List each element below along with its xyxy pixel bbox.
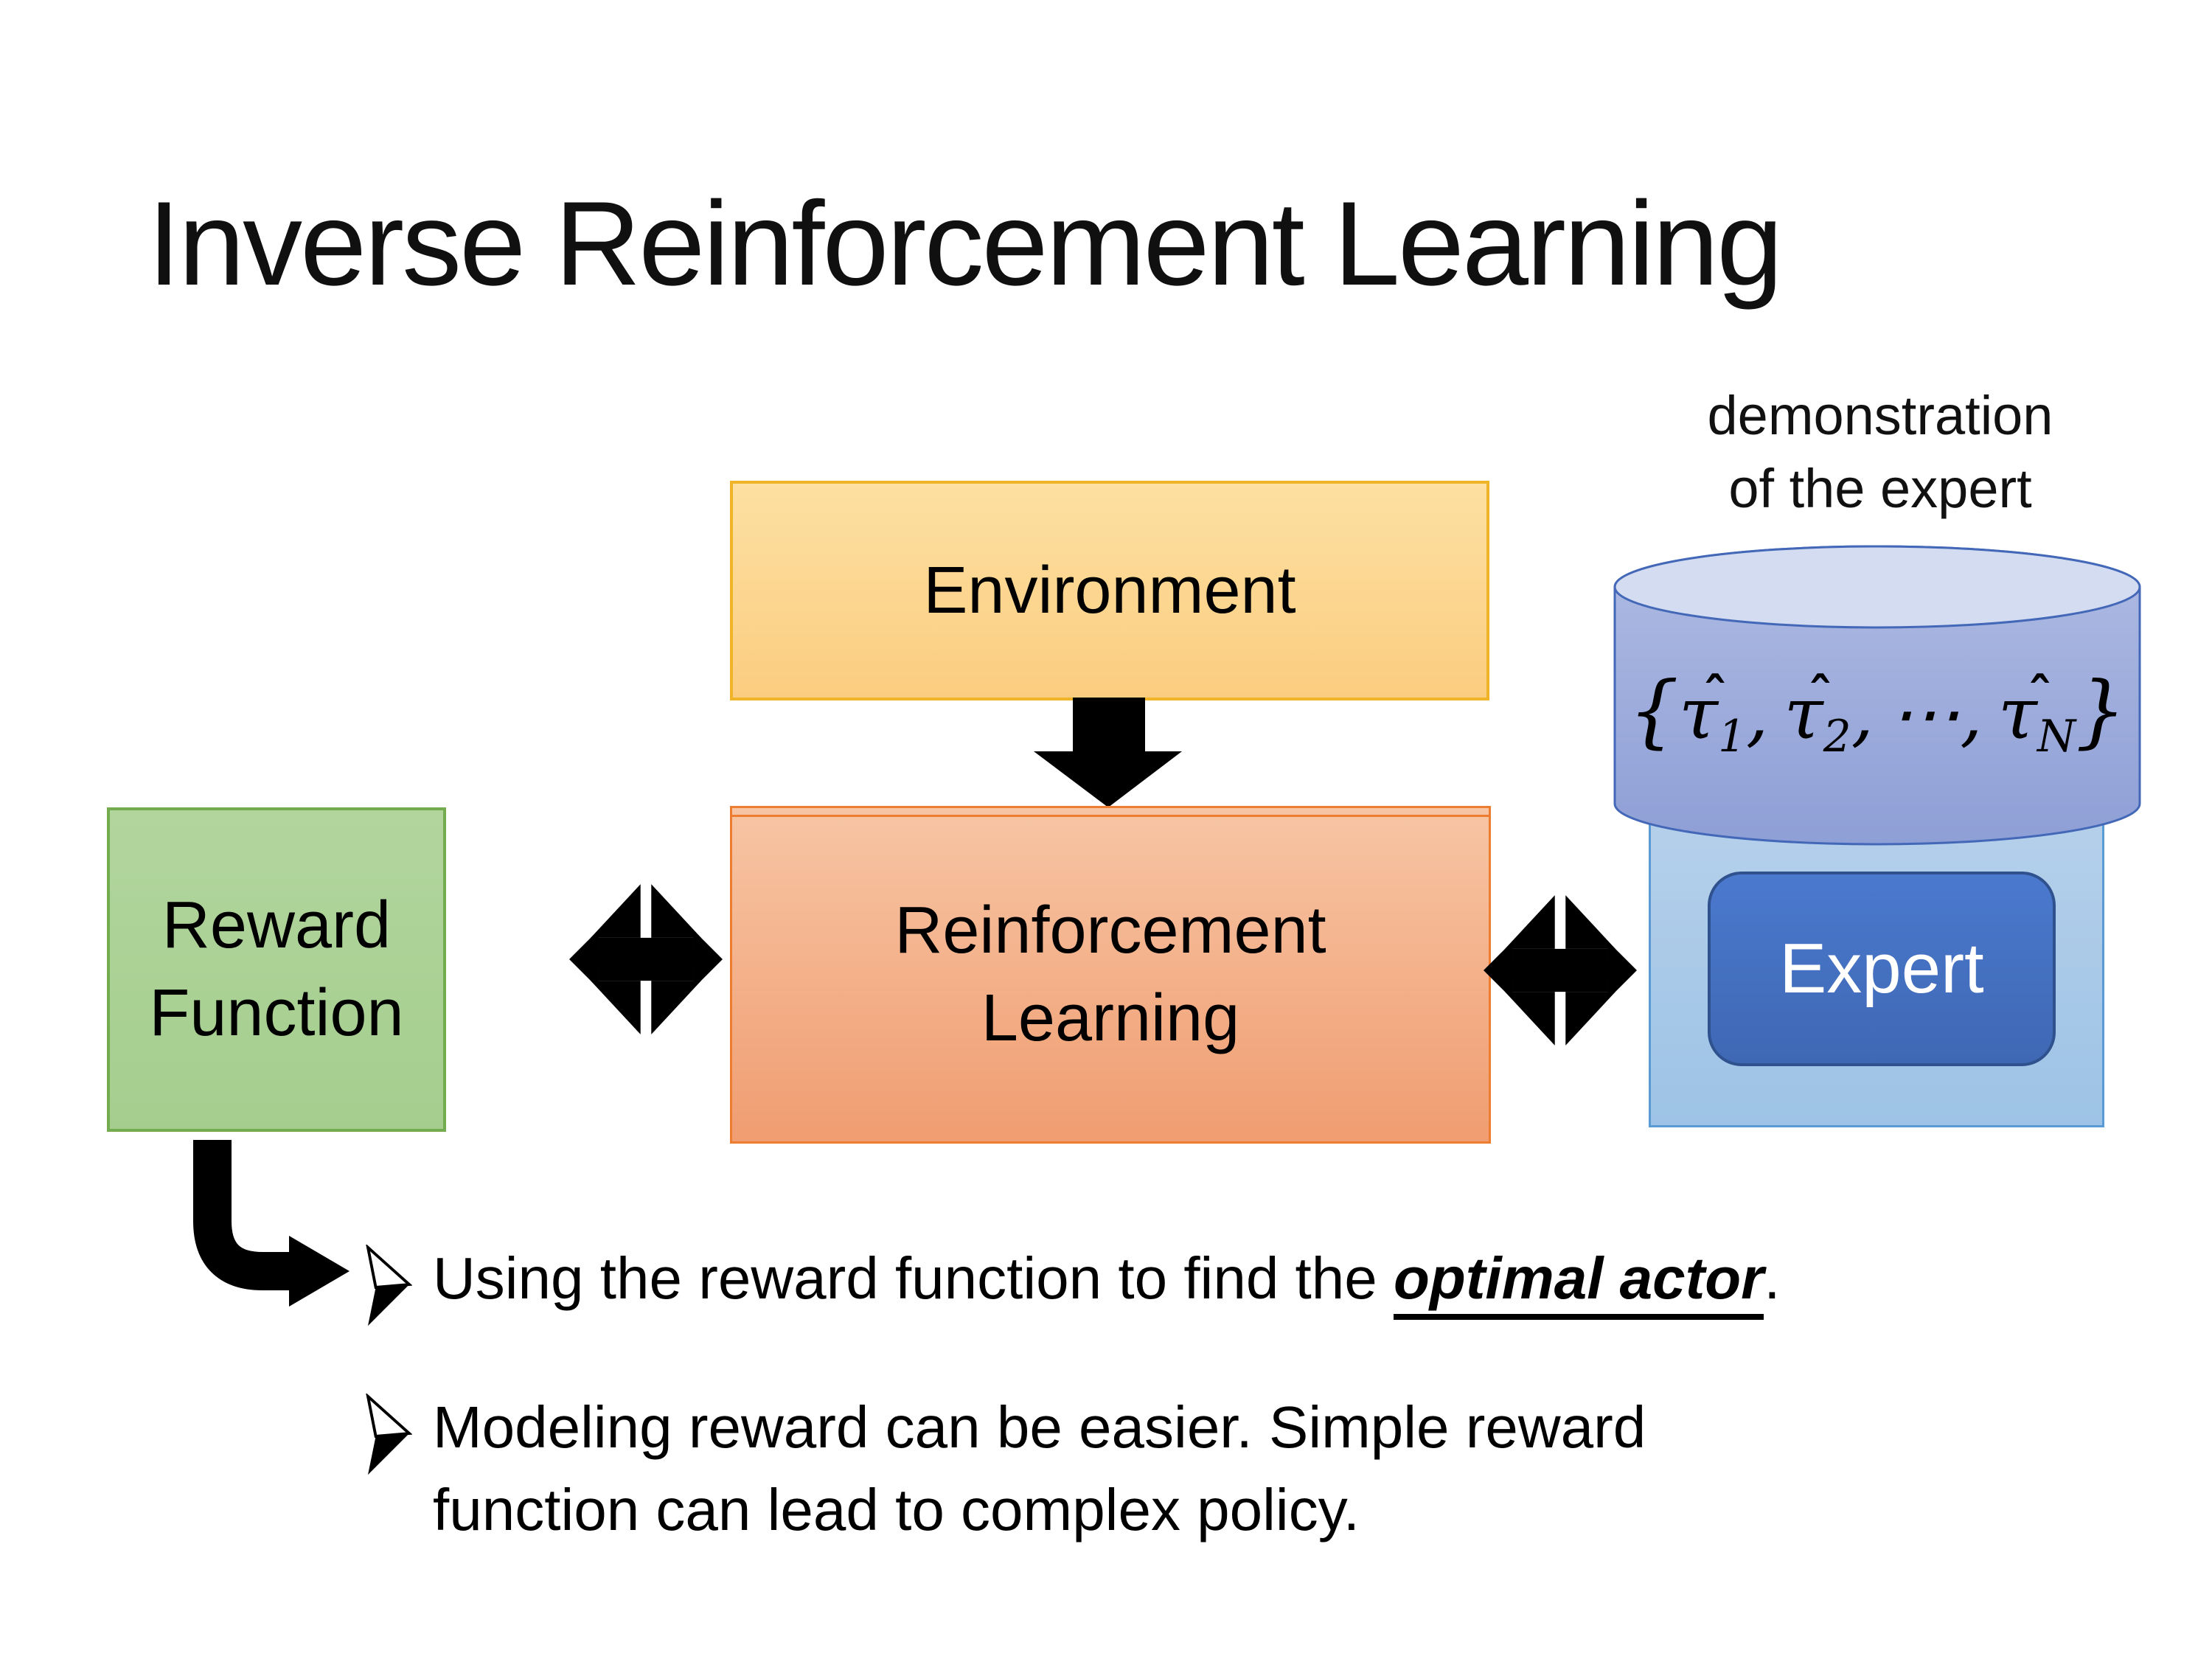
database-cylinder-icon <box>1613 545 2141 846</box>
bullet-arrow-icon <box>366 1245 412 1326</box>
double-arrow-icon-right <box>1484 895 1637 1046</box>
cdots: ⋯ <box>1889 672 1961 755</box>
demonstration-label-line1: demonstration <box>1707 385 2053 446</box>
page-title: Inverse Reinforcement Learning <box>147 177 1783 310</box>
reward-function-label: Reward Function <box>149 888 404 1050</box>
bullet-item-2: Modeling reward can be easier. Simple re… <box>365 1386 1834 1551</box>
bullet-item-1: Using the reward function to find the op… <box>365 1237 1781 1327</box>
demonstration-label: demonstration of the expert <box>1600 379 2160 525</box>
bullet-text: Using the reward function to find the op… <box>433 1237 1781 1320</box>
environment-box: Environment <box>730 481 1489 700</box>
reinforcement-learning-box: Reinforcement Learning <box>730 806 1491 1144</box>
expert-label: Expert <box>1779 929 1984 1008</box>
environment-label: Environment <box>923 553 1296 627</box>
bullet-text: Modeling reward can be easier. Simple re… <box>433 1394 1646 1543</box>
reinforcement-learning-label: Reinforcement Learning <box>894 894 1326 1055</box>
optimal-actor-emphasis: optimal actor <box>1393 1245 1764 1320</box>
demonstration-label-line2: of the expert <box>1728 458 2032 519</box>
elbow-arrow-icon <box>193 1140 349 1307</box>
reward-function-box: Reward Function <box>107 807 446 1132</box>
open-brace: { <box>1628 665 1679 757</box>
bullet-arrow-icon <box>366 1394 412 1475</box>
expert-box: Expert <box>1708 872 2056 1066</box>
close-brace: } <box>2076 665 2126 757</box>
down-arrow-icon <box>1034 698 1182 807</box>
double-arrow-icon-left <box>569 884 723 1034</box>
